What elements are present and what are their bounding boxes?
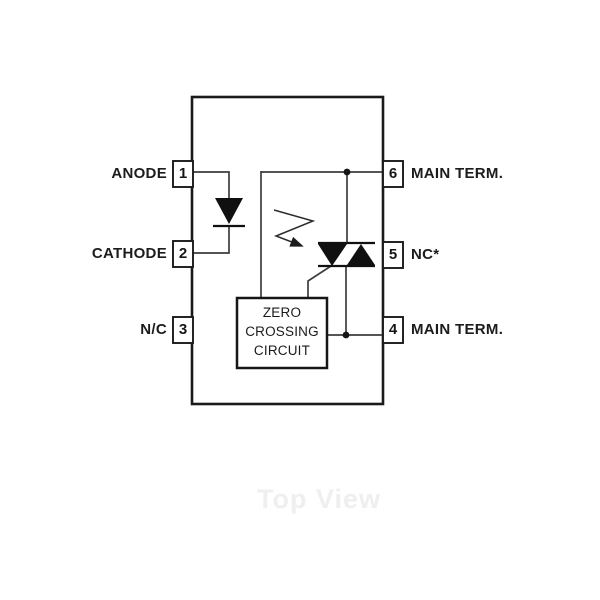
pin3-box	[172, 316, 194, 344]
pin5-label-nc: NC*	[411, 246, 440, 263]
wire-group	[193, 171, 384, 336]
pin2-box	[172, 240, 194, 268]
pin1-label-anode: ANODE	[111, 165, 167, 182]
zcc-line3: CIRCUIT	[253, 343, 311, 358]
cathode-wire	[193, 226, 230, 254]
junction-dot-bottom	[342, 331, 350, 339]
triac-right-triangle	[347, 244, 375, 265]
pin-box-group	[172, 160, 404, 344]
pin6-box	[382, 160, 404, 188]
top-view-watermark: Top View	[256, 484, 381, 514]
light-emission-arrow-icon	[273, 209, 316, 247]
pin3-number: 3	[178, 321, 188, 338]
zero-crossing-box-outline	[235, 296, 329, 370]
zcc-line1: ZERO	[262, 305, 302, 320]
pin1-box	[172, 160, 194, 188]
triac-icon	[318, 241, 375, 268]
junction-dot-top	[343, 168, 351, 176]
triac-gate-wire	[307, 265, 332, 298]
anode-wire	[193, 171, 230, 198]
pin1-number: 1	[178, 165, 188, 182]
pin5-number: 5	[388, 246, 398, 263]
triac-left-triangle	[318, 244, 347, 266]
pin5-box	[382, 241, 404, 269]
pin3-label-nc: N/C	[140, 321, 167, 338]
pin2-number: 2	[178, 245, 188, 262]
pin4-box	[382, 316, 404, 344]
pin2-label-cathode: CATHODE	[91, 245, 167, 262]
diode-triangle	[215, 198, 243, 224]
pin4-number: 4	[388, 321, 398, 338]
pin4-label-main-term: MAIN TERM.	[411, 321, 504, 338]
led-diode-icon	[213, 198, 245, 228]
pin6-number: 6	[388, 165, 398, 182]
pin6-label-main-term: MAIN TERM.	[411, 165, 504, 182]
zcc-line2: CROSSING	[245, 324, 319, 339]
zero-crossing-label: ZERO CROSSING CIRCUIT	[237, 303, 327, 360]
